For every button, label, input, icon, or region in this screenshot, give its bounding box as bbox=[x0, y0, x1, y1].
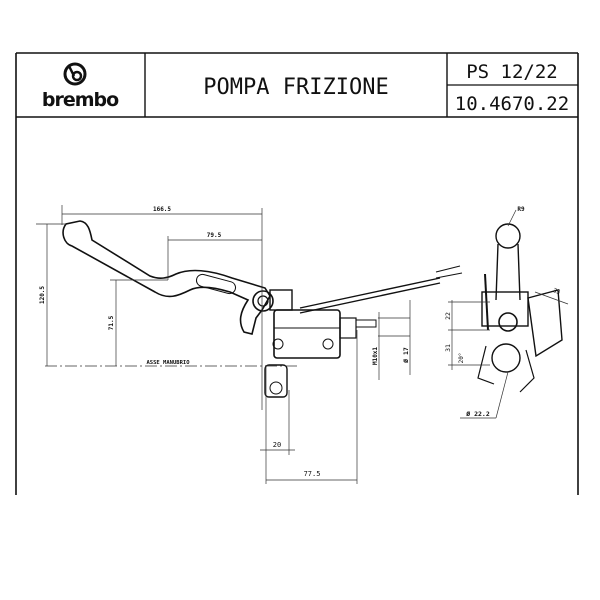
dim-height-lower: 31 bbox=[444, 344, 452, 352]
dim-lever-length: 166.5 bbox=[153, 206, 171, 213]
label-handlebar-axis: ASSE MANUBRIO bbox=[146, 360, 190, 366]
lever-front-view bbox=[477, 223, 563, 393]
dim-lever-height: 120.5 bbox=[39, 286, 46, 304]
dim-angle: 20° bbox=[458, 353, 465, 364]
dim-thread: M10x1 bbox=[372, 347, 379, 365]
dim-radius: R9 bbox=[517, 206, 525, 213]
dim-reservoir-width: 33 bbox=[552, 287, 562, 296]
dim-lever-mid-height: 71.5 bbox=[108, 315, 115, 330]
drawing-title: POMPA FRIZIONE bbox=[203, 75, 388, 100]
dim-handlebar-diameter: Ø 22.2 bbox=[465, 410, 490, 418]
brembo-logo: brembo bbox=[42, 62, 120, 111]
logo-text: brembo bbox=[42, 89, 119, 111]
drawing-code-bottom: 10.4670.22 bbox=[455, 93, 569, 115]
dimension-lines bbox=[36, 205, 569, 484]
dim-pivot-offset: 79.5 bbox=[207, 232, 222, 239]
drawing-code-top: PS 12/22 bbox=[466, 61, 558, 83]
title-block-frame bbox=[15, 52, 579, 495]
dim-body-length: 77.5 bbox=[304, 470, 321, 478]
dim-height-upper: 22 bbox=[444, 312, 452, 320]
dim-bore: Ø 17 bbox=[402, 347, 410, 364]
dim-clamp-width: 20 bbox=[273, 441, 281, 449]
lever-side-view bbox=[62, 220, 463, 398]
